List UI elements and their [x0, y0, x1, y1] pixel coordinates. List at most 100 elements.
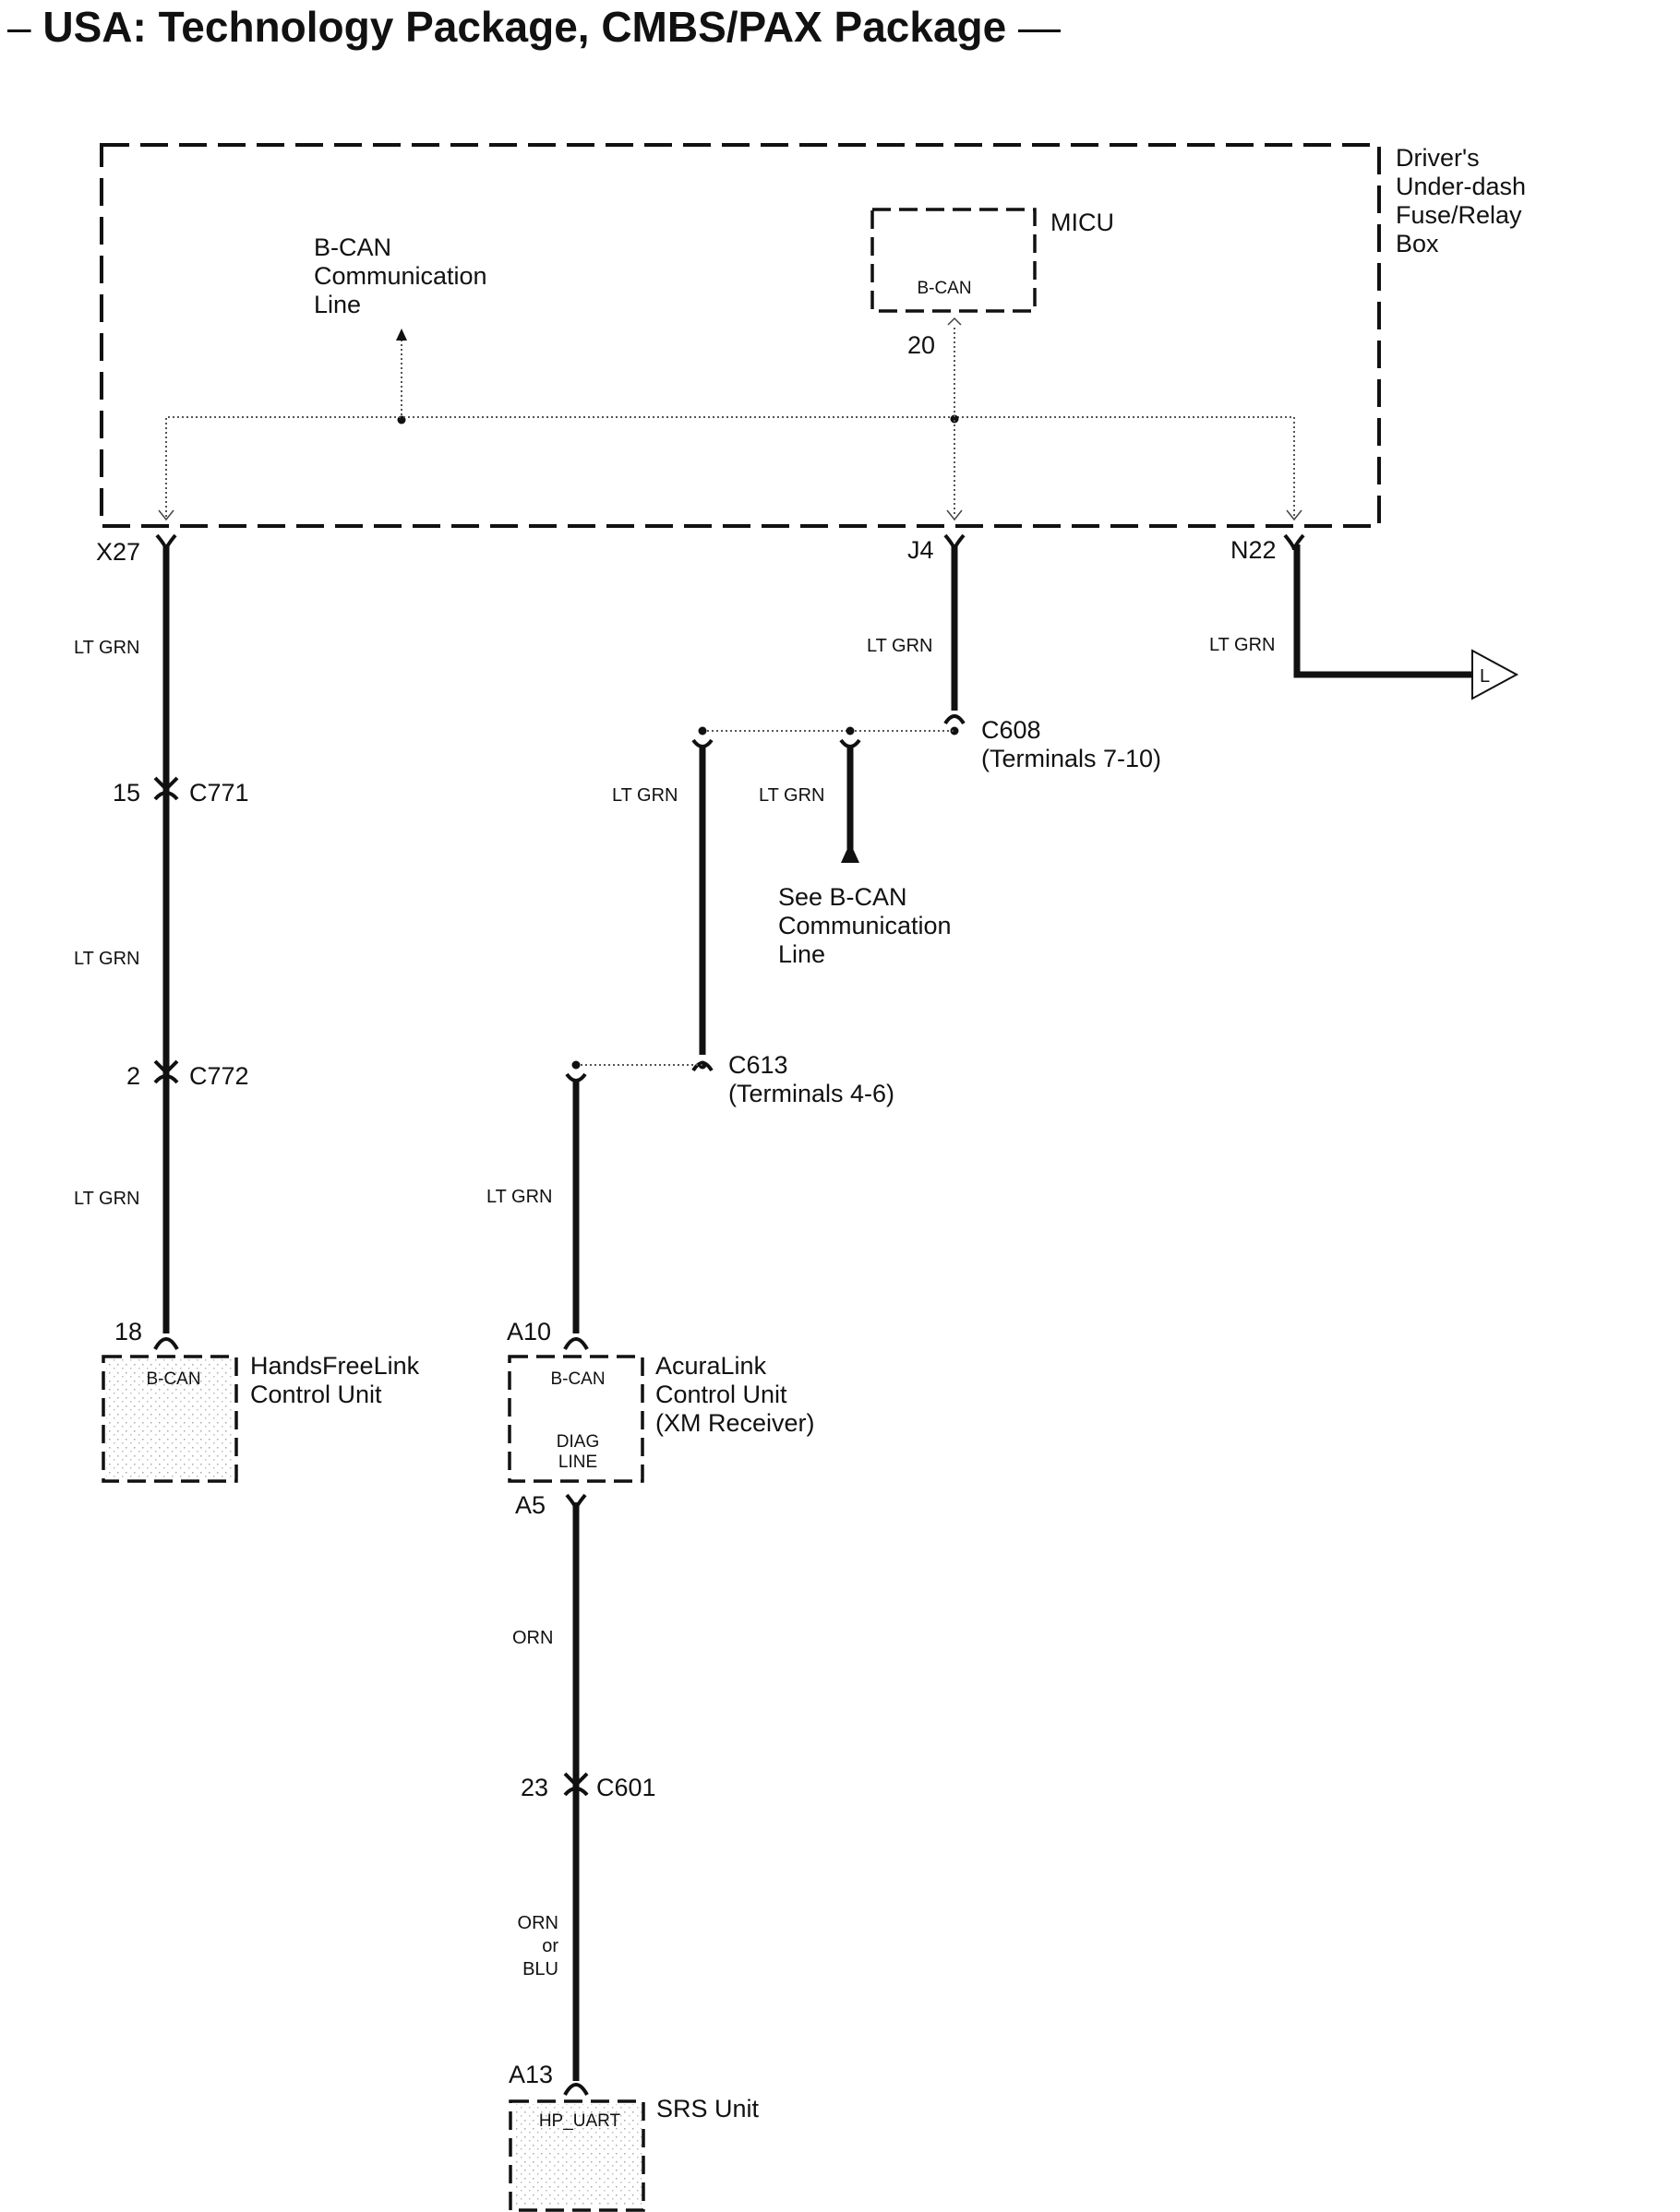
terminal-arrow-icon	[158, 509, 174, 521]
acuralink-inner-bottom-2: LINE	[558, 1453, 597, 1472]
acuralink-outline	[508, 1355, 644, 1483]
wire-color: LT GRN	[74, 638, 140, 658]
male-terminal-icon	[563, 1337, 589, 1351]
hfl-circuit: LT GRN 15 C771 LT GRN 2 C772 LT GRN 18 B…	[74, 533, 420, 1483]
splice-dot	[571, 1060, 581, 1070]
srs-circuit: ORN 23 C601 ORN or BLU A13 HP_UART SRS U…	[509, 1502, 760, 2212]
wire-color: LT GRN	[486, 1187, 553, 1207]
connector-icon	[943, 714, 966, 725]
hfl-name-1: HandsFreeLink	[250, 1352, 420, 1380]
wire-color-3: BLU	[522, 1959, 558, 1979]
wire-color: LT GRN	[759, 785, 825, 806]
wire-color: LT GRN	[867, 636, 933, 656]
arrow-up-icon	[841, 843, 859, 863]
splice-dot	[846, 726, 855, 735]
fuse-box-label-4: Box	[1396, 230, 1439, 257]
micu-inner-label: B-CAN	[917, 279, 971, 298]
acuralink-inner-bottom-1: DIAG	[557, 1432, 599, 1452]
hfl-shading	[106, 1359, 234, 1479]
micu-name: MICU	[1050, 209, 1114, 236]
c771-name: C771	[189, 779, 249, 807]
c601-pin: 23	[521, 1774, 548, 1801]
female-terminal-icon	[839, 738, 861, 748]
see-bcan-1: See B-CAN	[778, 883, 907, 911]
connector-icon	[153, 1074, 179, 1084]
bcan-line-label-2: Communication	[314, 262, 487, 290]
acuralink-pin-bottom: A5	[515, 1491, 546, 1519]
splice-dot	[950, 414, 959, 424]
hfl-outline	[102, 1355, 238, 1483]
micu-pin-icon	[947, 317, 962, 326]
wire-color-2: or	[542, 1936, 558, 1956]
j4-circuit: LT GRN C608 (Terminals 7-10) LT GRN See …	[612, 533, 1161, 1055]
connector-icon	[153, 791, 179, 801]
terminal-n22: N22	[1230, 536, 1277, 564]
c772-name: C772	[189, 1062, 249, 1090]
fuse-box-label-2: Under-dash	[1396, 173, 1526, 200]
bcan-line-label-1: B-CAN	[314, 233, 391, 261]
c613-note: (Terminals 4-6)	[728, 1080, 894, 1107]
connector-icon	[153, 776, 179, 792]
connector-icon	[563, 1772, 589, 1788]
wire-color: LT GRN	[74, 949, 140, 969]
c613-name: C613	[728, 1051, 788, 1079]
fuse-box-outline	[100, 143, 1381, 528]
acuralink-unit: A10 B-CAN DIAG LINE AcuraLink Control Un…	[507, 1318, 815, 1519]
offpage-connector-icon	[1471, 649, 1519, 700]
connector-icon	[563, 1787, 589, 1797]
hfl-name-2: Control Unit	[250, 1381, 382, 1408]
wire	[1293, 544, 1472, 678]
fuse-box-label-3: Fuse/Relay	[1396, 201, 1522, 229]
splice-dot	[950, 726, 959, 735]
bcan-line-label-3: Line	[314, 291, 361, 318]
micu-outline	[870, 208, 1037, 313]
see-bcan-3: Line	[778, 940, 825, 968]
male-terminal-icon	[563, 2083, 589, 2097]
male-terminal-icon	[153, 1337, 179, 1351]
title-text: USA: Technology Package, CMBS/PAX Packag…	[42, 3, 1007, 51]
arrow-up-icon	[396, 329, 407, 341]
title-prefix: –	[7, 3, 31, 51]
fuse-relay-box: Driver's Under-dash Fuse/Relay Box B-CAN…	[100, 143, 1526, 528]
wire-color-1: ORN	[518, 1913, 558, 1933]
srs-name: SRS Unit	[656, 2095, 760, 2122]
fuse-box-label-1: Driver's	[1396, 144, 1480, 172]
page-title: – USA: Technology Package, CMBS/PAX Pack…	[7, 2, 1061, 52]
acuralink-inner-top: B-CAN	[550, 1369, 605, 1389]
offpage-letter: L	[1480, 666, 1490, 687]
acuralink-name-1: AcuraLink	[655, 1352, 767, 1380]
wire-color: LT GRN	[1209, 635, 1276, 655]
terminal-arrow-icon	[946, 509, 963, 521]
micu-pin: 20	[907, 331, 935, 359]
wire-color: LT GRN	[612, 785, 678, 806]
srs-pin: A13	[509, 2061, 553, 2088]
hfl-inner-label: B-CAN	[146, 1369, 200, 1389]
splice-dot	[698, 726, 707, 735]
wire-color: LT GRN	[74, 1189, 140, 1209]
c771-pin: 15	[113, 779, 140, 807]
internal-bcan-bus	[165, 416, 1295, 517]
connector-icon	[153, 1059, 179, 1075]
female-terminal-icon	[691, 738, 714, 748]
c772-pin: 2	[126, 1062, 140, 1090]
female-terminal-icon	[565, 1072, 587, 1082]
acuralink-name-2: Control Unit	[655, 1381, 787, 1408]
n22-circuit: LT GRN L	[1209, 533, 1519, 700]
terminal-j4: J4	[907, 536, 934, 564]
c601-name: C601	[596, 1774, 656, 1801]
c613-circuit: C613 (Terminals 4-6) LT GRN	[486, 1051, 894, 1333]
acuralink-name-3: (XM Receiver)	[655, 1409, 815, 1437]
c608-name: C608	[981, 716, 1041, 744]
c608-note: (Terminals 7-10)	[981, 745, 1161, 772]
terminal-arrow-icon	[1286, 509, 1302, 521]
hfl-pin: 18	[114, 1318, 142, 1345]
terminal-x27: X27	[96, 538, 140, 566]
title-suffix: —	[1017, 3, 1061, 51]
micu: MICU B-CAN 20	[870, 208, 1114, 359]
see-bcan-2: Communication	[778, 912, 952, 939]
acuralink-pin-top: A10	[507, 1318, 551, 1345]
srs-shading	[514, 2104, 642, 2206]
wire-color: ORN	[512, 1628, 553, 1648]
srs-outline	[509, 2099, 645, 2212]
